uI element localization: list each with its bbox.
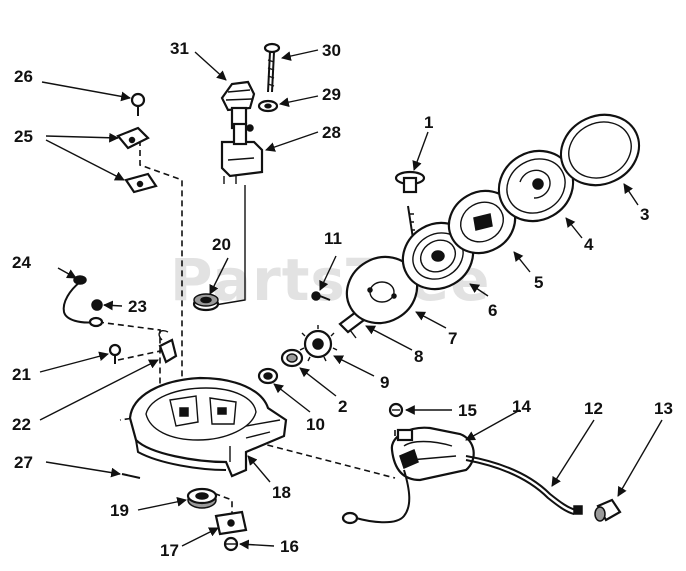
part-20-bushing <box>192 293 220 312</box>
part-13-boot <box>594 498 622 522</box>
part-17-bracket <box>214 510 248 536</box>
callout-9: 9 <box>380 373 389 392</box>
part-18-housing <box>128 376 288 478</box>
callout-17: 17 <box>160 541 179 560</box>
part-3-cover <box>559 113 641 187</box>
part-28-switch <box>220 122 264 184</box>
callout-2: 2 <box>338 397 347 416</box>
part-22-clip <box>158 330 178 364</box>
part-14-coil <box>390 426 475 482</box>
callout-22: 22 <box>12 415 31 434</box>
part-26-screw <box>130 92 146 116</box>
callout-labels: 31 30 29 28 26 25 1 3 4 5 6 7 8 9 11 2 1… <box>12 39 673 560</box>
part-9-gear <box>299 325 338 362</box>
part-30-screw <box>263 42 281 93</box>
callout-8: 8 <box>414 347 423 366</box>
callout-16: 16 <box>280 537 299 556</box>
part-23-nut <box>91 299 103 311</box>
callout-13: 13 <box>654 399 673 418</box>
callout-18: 18 <box>272 483 291 502</box>
callout-21: 21 <box>12 365 31 384</box>
part-11-screw <box>311 291 331 301</box>
callout-12: 12 <box>584 399 603 418</box>
part-10-pulley <box>257 367 279 385</box>
callout-27: 27 <box>14 453 33 472</box>
callout-19: 19 <box>110 501 129 520</box>
switch-lead-line <box>214 185 246 306</box>
part-1-bolt <box>394 170 426 259</box>
callout-11: 11 <box>324 229 342 248</box>
callout-31: 31 <box>170 39 189 58</box>
part-12-lead-wire <box>465 455 583 515</box>
leader-lines <box>39 49 663 550</box>
callout-23: 23 <box>128 297 147 316</box>
part-27-pin <box>121 473 141 479</box>
callout-29: 29 <box>322 85 341 104</box>
callout-28: 28 <box>322 123 341 142</box>
callout-30: 30 <box>322 41 341 60</box>
part-16-screw <box>223 536 239 552</box>
part-29-washer <box>257 99 279 113</box>
part-31-knob <box>220 80 256 130</box>
callout-4: 4 <box>584 235 594 254</box>
part-19-grommet <box>186 487 218 509</box>
callout-7: 7 <box>448 329 457 348</box>
callout-5: 5 <box>534 273 543 292</box>
callout-6: 6 <box>488 301 497 320</box>
part-21-screw <box>108 343 122 364</box>
ground-wire <box>341 469 411 525</box>
callout-3: 3 <box>640 205 649 224</box>
part-24-wire <box>62 275 104 328</box>
callout-26: 26 <box>14 67 33 86</box>
part-15-screw <box>388 402 404 418</box>
callout-10: 10 <box>306 415 325 434</box>
callout-24: 24 <box>12 253 31 272</box>
callout-25: 25 <box>14 127 33 146</box>
callout-15: 15 <box>458 401 477 420</box>
callout-20: 20 <box>212 235 231 254</box>
callout-1: 1 <box>424 113 433 132</box>
part-2-washer <box>280 348 304 368</box>
callout-14: 14 <box>512 397 531 416</box>
part-25-clips <box>116 126 158 194</box>
